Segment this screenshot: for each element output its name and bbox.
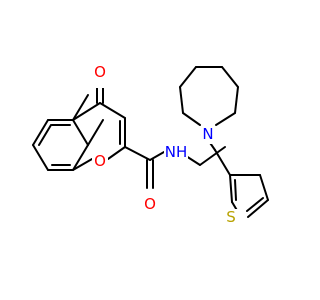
benzene-ring: [32, 119, 89, 171]
ring-oxygen-label: O: [94, 152, 106, 170]
thiophene-sulfur-label: S: [226, 208, 236, 226]
amide-nitrogen-label: NH: [165, 143, 188, 161]
azepane-nitrogen-label: N: [202, 125, 213, 143]
thiophene-ring: [214, 149, 269, 218]
atom-labels: O O O NH N S: [92, 63, 239, 227]
amide-group: [124, 146, 165, 189]
ethyl-chain: [185, 146, 226, 166]
molecule-canvas: O O O NH N S: [32, 63, 269, 227]
pyranone-ring: [72, 94, 126, 171]
structure-diagram: O O O NH N S: [32, 63, 269, 227]
amide-oxygen-label: O: [144, 195, 156, 213]
ketone-oxygen-label: O: [94, 63, 106, 81]
